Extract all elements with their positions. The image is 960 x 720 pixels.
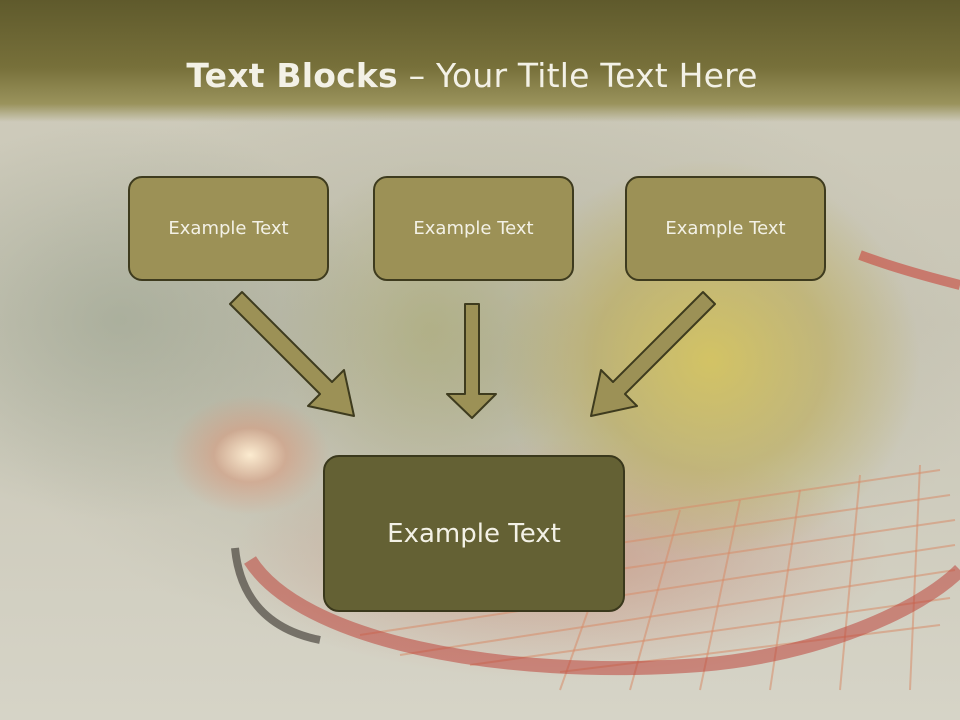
arrow-diagonal-right-down-icon (229, 291, 355, 417)
arrow-down-icon (446, 303, 497, 419)
text-block-right[interactable]: Example Text (625, 176, 826, 281)
title-bar (0, 0, 960, 122)
text-block-left-label: Example Text (168, 218, 289, 239)
slide-title: Text Blocks – Your Title Text Here (0, 56, 944, 95)
text-block-center[interactable]: Example Text (373, 176, 574, 281)
title-dash: – (397, 56, 436, 95)
title-bold-part: Text Blocks (186, 56, 398, 95)
text-block-main[interactable]: Example Text (323, 455, 625, 612)
text-block-left[interactable]: Example Text (128, 176, 329, 281)
arrow-diagonal-left-down-icon (590, 291, 716, 417)
title-rest-part: Your Title Text Here (435, 56, 758, 95)
text-block-main-label: Example Text (387, 518, 561, 549)
text-block-right-label: Example Text (665, 218, 786, 239)
text-block-center-label: Example Text (413, 218, 534, 239)
